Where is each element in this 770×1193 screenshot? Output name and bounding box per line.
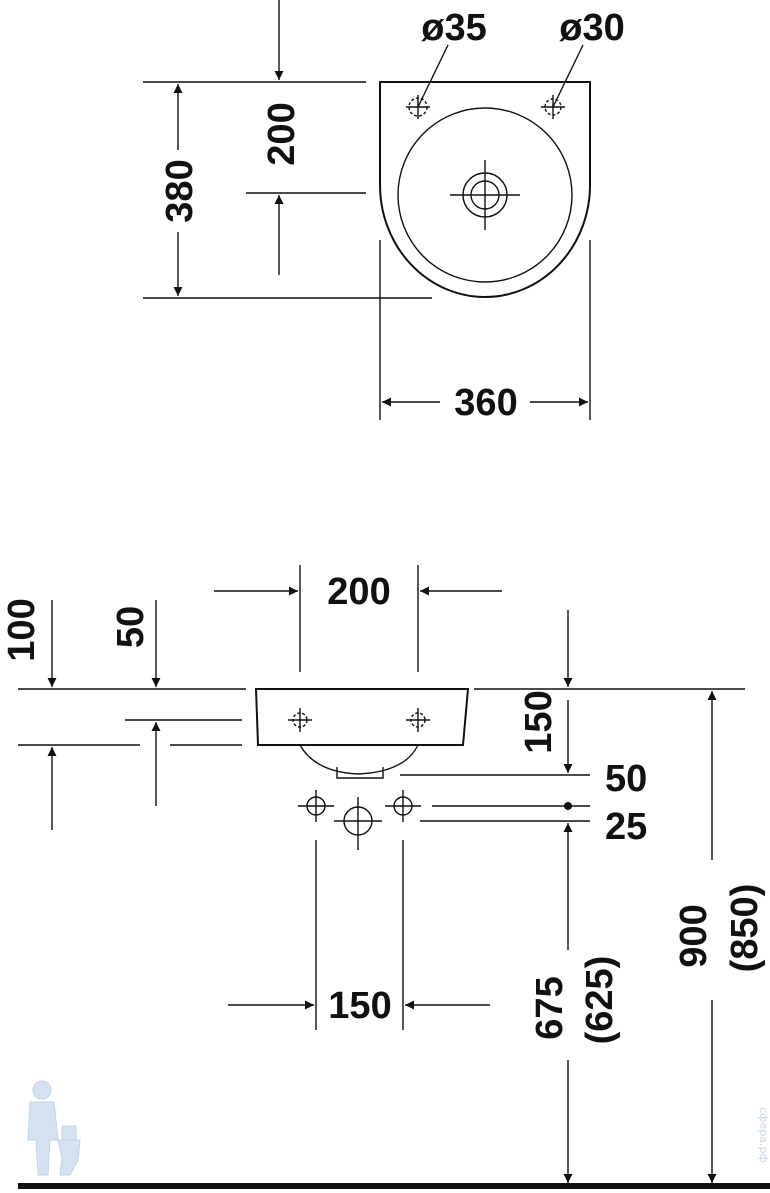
drain-icon bbox=[450, 160, 520, 230]
label-depth-total: 380 bbox=[159, 159, 201, 222]
watermark-text: сфера.рф bbox=[757, 1107, 770, 1163]
label-width: 360 bbox=[454, 382, 517, 424]
rim-hole-left-icon bbox=[288, 708, 312, 732]
label-hole-spacing-top: 200 bbox=[327, 571, 390, 613]
label-drain-50: 50 bbox=[605, 758, 647, 800]
label-drain-25: 25 bbox=[605, 806, 647, 848]
label-waste-height: 675 bbox=[529, 976, 571, 1039]
supply-left-icon bbox=[298, 790, 334, 822]
reference-dot bbox=[564, 802, 572, 810]
supply-right-icon bbox=[385, 790, 421, 822]
bowl-circle bbox=[397, 107, 573, 283]
waste-outlet-icon bbox=[334, 797, 382, 850]
rim-hole-right-icon bbox=[406, 708, 430, 732]
side-view: 200 100 50 bbox=[1, 565, 770, 1189]
label-rim-height: 900 bbox=[673, 904, 715, 967]
label-hole-right: ø30 bbox=[559, 7, 624, 49]
basin-outline-top bbox=[379, 81, 591, 298]
label-drop-150: 150 bbox=[518, 690, 560, 753]
label-hole-left: ø35 bbox=[421, 7, 486, 49]
label-supply-spacing: 150 bbox=[328, 985, 391, 1027]
label-depth-center: 200 bbox=[261, 102, 303, 165]
label-waste-height-alt: (625) bbox=[579, 956, 621, 1045]
basin-outline-side bbox=[254, 688, 470, 746]
label-rim-offset-50: 50 bbox=[110, 606, 152, 648]
leader-left bbox=[417, 44, 449, 108]
bowl-profile bbox=[299, 744, 419, 775]
label-rim-offset-100: 100 bbox=[1, 598, 43, 661]
label-rim-height-alt: (850) bbox=[724, 884, 766, 973]
top-view: ø35 ø30 380 200 360 bbox=[143, 0, 625, 424]
leader-right bbox=[552, 44, 584, 108]
plumber-mascot-icon bbox=[27, 1080, 81, 1176]
drain-body bbox=[336, 767, 384, 779]
